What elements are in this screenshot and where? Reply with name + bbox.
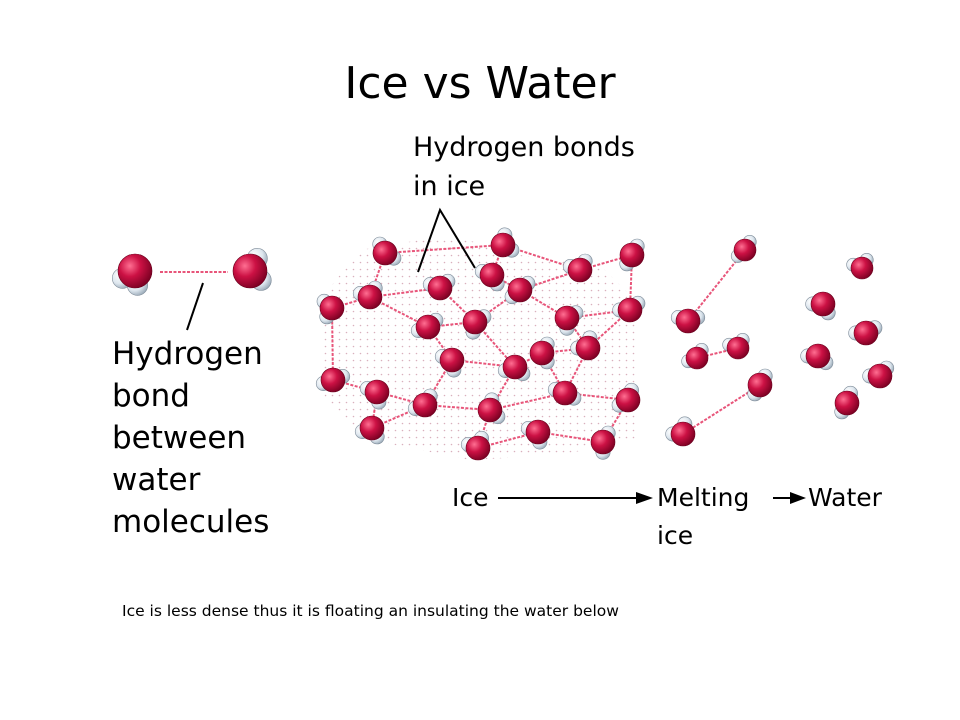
- water-molecule-icon: [477, 392, 506, 425]
- water-molecule-icon: [520, 419, 551, 450]
- water-molecule-icon: [474, 262, 505, 292]
- water-molecule-icon: [462, 309, 492, 340]
- label-melting-line1: Melting: [657, 483, 749, 512]
- label-hbond-between-line: water: [112, 462, 201, 498]
- water-molecule-icon: [800, 343, 834, 371]
- water-molecules: [112, 227, 895, 461]
- single-bond-pointer: [186, 282, 204, 331]
- label-hbond-between-line: between: [112, 420, 246, 456]
- slide-title: Ice vs Water: [344, 58, 616, 109]
- water-molecule-icon: [422, 273, 456, 301]
- right-arrow-icon: [773, 492, 806, 504]
- label-hbond-between-line: Hydrogen: [112, 336, 263, 372]
- water-molecule-icon: [590, 425, 616, 460]
- water-molecule-icon: [848, 320, 883, 346]
- caption-text: Ice is less dense thus it is floating an…: [122, 602, 619, 620]
- water-molecule-icon: [862, 360, 895, 389]
- water-molecule-icon: [504, 275, 536, 305]
- label-hbond-ice-line2: in ice: [413, 171, 485, 202]
- ice-lattice-background: [320, 235, 635, 460]
- water-molecule-icon: [554, 305, 584, 336]
- water-molecule-icon: [747, 368, 773, 402]
- water-molecule-icon: [232, 248, 272, 291]
- water-molecule-icon: [359, 379, 390, 410]
- water-molecule-icon: [112, 253, 153, 296]
- water-molecule-icon: [490, 227, 520, 258]
- water-molecule-icon: [611, 382, 641, 413]
- water-molecule-icon: [722, 332, 750, 360]
- water-molecule-icon: [460, 430, 491, 461]
- label-hbond-ice-line1: Hydrogen bonds: [413, 132, 635, 163]
- label-melting-line2: ice: [657, 521, 693, 550]
- water-molecule-icon: [730, 234, 757, 263]
- water-molecule-icon: [316, 293, 345, 325]
- water-molecule-icon: [497, 354, 531, 382]
- label-hbond-between-line: bond: [112, 378, 190, 414]
- label-hbond-between-line: molecules: [112, 504, 269, 540]
- water-molecule-icon: [834, 385, 860, 420]
- water-molecule-icon: [407, 388, 438, 418]
- water-molecule-icon: [354, 415, 385, 445]
- label-ice: Ice: [452, 483, 489, 512]
- ice-bond-pointer: [417, 207, 476, 273]
- water-molecule-icon: [681, 342, 709, 370]
- water-molecule-icon: [434, 347, 465, 378]
- water-molecule-icon: [562, 253, 593, 283]
- water-molecule-icon: [547, 380, 582, 406]
- label-water: Water: [808, 483, 883, 512]
- water-molecule-icon: [352, 280, 383, 310]
- water-molecule-icon: [570, 330, 601, 361]
- water-molecule-icon: [619, 238, 645, 272]
- water-molecule-icon: [612, 295, 646, 323]
- water-molecule-icon: [670, 308, 706, 334]
- water-molecule-icon: [410, 312, 444, 340]
- water-molecule-icon: [529, 336, 555, 370]
- water-molecule-icon: [665, 416, 696, 447]
- label-hbond-between: Hydrogen bond between water molecules: [112, 336, 269, 540]
- right-arrow-icon: [498, 492, 653, 504]
- water-molecule-icon: [805, 291, 836, 321]
- water-molecule-icon: [372, 236, 402, 266]
- water-molecule-icon: [846, 252, 874, 280]
- water-molecule-icon: [315, 367, 351, 393]
